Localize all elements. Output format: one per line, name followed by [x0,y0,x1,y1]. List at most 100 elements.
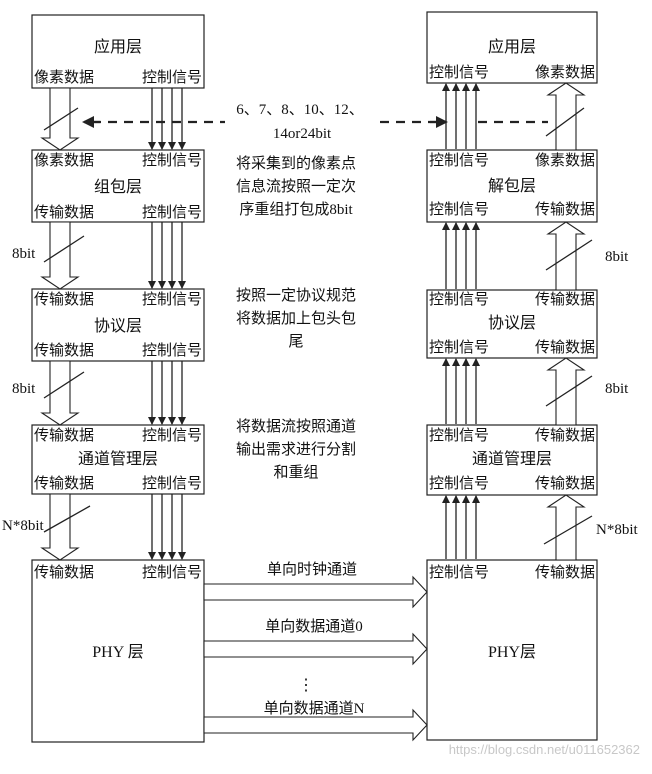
right-proto-bottom-ctrl: 控制信号 [429,339,489,356]
right-data-arrow-1 [546,82,586,151]
right-data-arrow-4 [546,494,586,561]
right-data-arrow-3 [546,357,586,426]
right-data-arrow-2 [546,221,586,291]
right-n8bit-label: N*8bit [596,522,639,538]
left-data-arrow-3 [40,360,80,426]
left-slash-2 [43,235,85,263]
right-app-pixel-label: 像素数据 [535,64,595,81]
left-data-arrow-2 [40,221,80,290]
note-lane-line-3: 和重组 [273,464,318,481]
left-app-pixel-label: 像素数据 [34,69,94,86]
left-pack-layer: 像素数据 控制信号 组包层 传输数据 控制信号 [31,149,205,223]
data-channel-0-arrow [203,632,428,666]
left-proto-title: 协议层 [94,317,142,335]
left-8bit-label-1: 8bit [12,246,36,262]
left-proto-bottom-data: 传输数据 [34,342,94,359]
left-n8bit-label: N*8bit [2,518,45,534]
pixel-width-label-2: 14or24bit [273,126,332,142]
data-channel-n-label: 单向数据通道N [264,700,365,717]
note-lane-line-2: 输出需求进行分割 [236,441,356,458]
note-lane: 将数据流按照通道 输出需求进行分割 和重组 [236,418,356,481]
right-data-arrows [543,82,593,561]
left-app-ctrl-label: 控制信号 [142,69,202,86]
left-pack-bottom-data: 传输数据 [34,204,94,221]
right-proto-top-data: 传输数据 [535,291,595,308]
left-proto-bottom-ctrl: 控制信号 [142,342,202,359]
clock-channel-arrow [203,575,428,609]
left-lane-layer: 传输数据 控制信号 通道管理层 传输数据 控制信号 [31,424,205,495]
left-phy-top-ctrl: 控制信号 [142,564,202,581]
data-channel-0-label: 单向数据通道0 [265,618,363,635]
left-pack-title: 组包层 [94,178,142,196]
data-channel-n-arrow [203,708,428,742]
left-proto-top-ctrl: 控制信号 [142,291,202,308]
left-pack-bottom-ctrl: 控制信号 [142,204,202,221]
right-unpack-bottom-ctrl: 控制信号 [429,201,489,218]
note-pack-line-3: 序重组打包成8bit [239,201,353,218]
right-proto-top-ctrl: 控制信号 [429,291,489,308]
right-lane-bottom-ctrl: 控制信号 [429,475,489,492]
channel-ellipsis: ⋮ [298,677,314,694]
right-proto-title: 协议层 [488,314,536,332]
left-phy-title: PHY 层 [92,644,143,661]
right-app-ctrl-label: 控制信号 [429,64,489,81]
right-phy-layer: 控制信号 传输数据 PHY层 [426,559,598,741]
right-unpack-top-ctrl: 控制信号 [429,152,489,169]
right-phy-top-ctrl: 控制信号 [429,564,489,581]
left-slash-3 [43,371,85,399]
right-ctrl-lines [442,83,480,559]
left-lane-top-data: 传输数据 [34,427,94,444]
right-unpack-layer: 控制信号 像素数据 解包层 控制信号 传输数据 [426,149,598,223]
right-8bit-label-1: 8bit [605,249,629,265]
right-lane-title: 通道管理层 [472,450,552,468]
pixel-width-label-1: 6、7、8、10、12、 [236,102,364,118]
left-data-arrow-4 [40,493,80,561]
left-protocol-layer: 传输数据 控制信号 协议层 传输数据 控制信号 [31,288,205,362]
right-slash-1 [545,107,585,137]
note-protocol: 按照一定协议规范 将数据加上包头包 尾 [236,287,356,350]
note-proto-line-1: 按照一定协议规范 [236,287,356,304]
left-slash-4 [43,505,91,533]
right-app-layer: 应用层 控制信号 像素数据 [426,11,598,84]
right-slash-2 [545,239,593,271]
right-proto-bottom-data: 传输数据 [535,339,595,356]
right-lane-layer: 控制信号 传输数据 通道管理层 控制信号 传输数据 [426,424,598,496]
left-slash-1 [43,107,79,131]
left-phy-top-data: 传输数据 [34,564,94,581]
left-pack-top-pixel: 像素数据 [34,152,94,169]
right-slash-4 [543,515,593,545]
right-slash-3 [545,375,593,407]
right-unpack-top-pixel: 像素数据 [535,152,595,169]
left-data-arrows [40,87,91,561]
left-app-layer: 应用层 像素数据 控制信号 [31,14,205,89]
note-lane-line-1: 将数据流按照通道 [236,418,356,435]
left-proto-top-data: 传输数据 [34,291,94,308]
left-lane-bottom-ctrl: 控制信号 [142,475,202,492]
left-ctrl-lines [148,88,186,560]
left-app-title: 应用层 [94,37,142,56]
left-lane-title: 通道管理层 [78,450,158,468]
right-app-title: 应用层 [488,37,536,56]
right-8bit-label-2: 8bit [605,381,629,397]
left-pack-top-ctrl: 控制信号 [142,152,202,169]
right-lane-bottom-data: 传输数据 [535,475,595,492]
right-phy-top-data: 传输数据 [535,564,595,581]
right-unpack-title: 解包层 [488,177,536,195]
left-8bit-label-2: 8bit [12,381,36,397]
right-lane-top-ctrl: 控制信号 [429,427,489,444]
right-phy-title: PHY层 [488,644,536,661]
note-pack: 将采集到的像素点 信息流按照一定次 序重组打包成8bit [236,155,356,218]
note-pack-line-2: 信息流按照一定次 [236,178,356,195]
phy-channels: 单向时钟通道 单向数据通道0 ⋮ 单向数据通道N [203,561,428,742]
note-proto-line-2: 将数据加上包头包 [236,310,356,327]
left-phy-layer: 传输数据 控制信号 PHY 层 [31,559,205,743]
right-protocol-layer: 控制信号 传输数据 协议层 控制信号 传输数据 [426,289,598,359]
note-pack-line-1: 将采集到的像素点 [236,155,356,172]
right-lane-top-data: 传输数据 [535,427,595,444]
watermark: https://blog.csdn.net/u011652362 [449,742,640,757]
note-proto-line-3: 尾 [288,334,303,350]
left-lane-top-ctrl: 控制信号 [142,427,202,444]
right-unpack-bottom-data: 传输数据 [535,201,595,218]
